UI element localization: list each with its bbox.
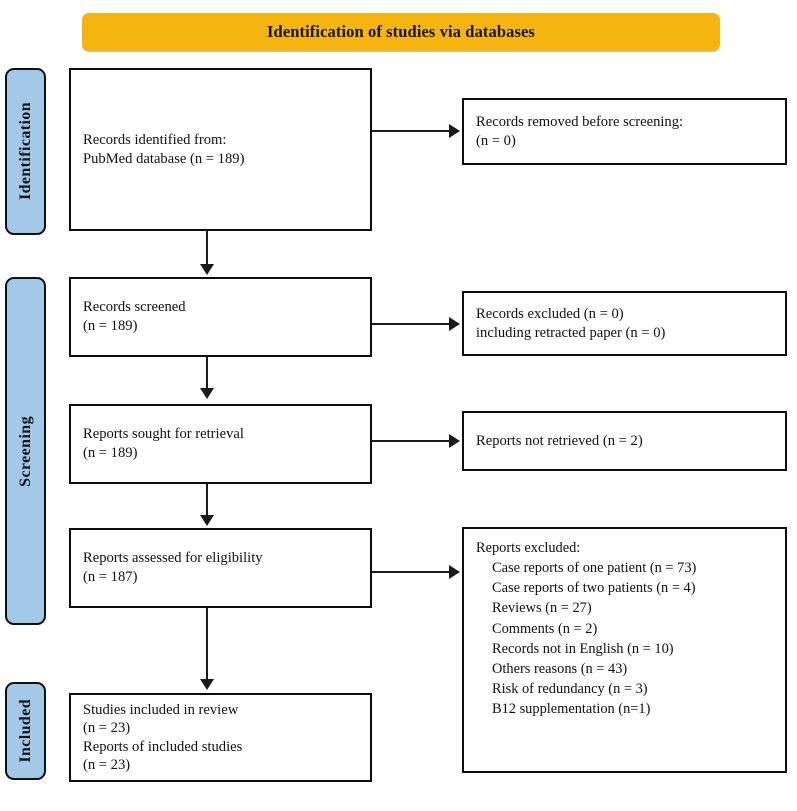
reports-assessed-line-1: Reports assessed for eligibility [83,550,263,567]
connector-screened-to-excluded-arrow [449,317,460,331]
phase-label-screening-text: Screening [16,415,34,487]
connector-screened-to-excluded-line [372,323,450,325]
connector-assessed-to-reportsexcluded-line [372,571,450,573]
records-removed-line-2: (n = 0) [476,132,516,149]
box-records-screened: Records screened (n = 189) [69,277,372,357]
reports-excluded-reason-4: Comments (n = 2) [492,620,598,637]
connector-identified-to-screened-line [206,231,208,266]
reports-excluded-reason-6: Others reasons (n = 43) [492,660,628,677]
studies-included-line-2: (n = 23) [83,720,131,737]
reports-assessed-line-2: (n = 187) [83,569,138,585]
phase-label-included-text: Included [16,699,34,763]
reports-sought-line-1: Reports sought for retrieval [83,426,244,443]
box-records-excluded: Records excluded (n = 0) including retra… [462,291,787,356]
connector-assessed-to-reportsexcluded-arrow [449,565,460,579]
phase-label-identification: Identification [5,68,46,235]
connector-sought-to-notretrieved-line [372,440,450,442]
banner-identification-via-databases: Identification of studies via databases [82,13,720,51]
banner-title: Identification of studies via databases [267,22,535,41]
connector-screened-to-sought-line [206,357,208,389]
studies-included-line-3: Reports of included studies [83,738,243,755]
reports-excluded-reason-2: Case reports of two patients (n = 4) [492,580,696,597]
connector-identified-to-screened-arrow [200,264,214,275]
box-reports-not-retrieved: Reports not retrieved (n = 2) [462,411,787,471]
phase-label-identification-text: Identification [16,102,34,201]
box-reports-excluded: Reports excluded: Case reports of one pa… [462,527,787,773]
box-studies-included: Studies included in review (n = 23) Repo… [69,693,372,782]
reports-excluded-heading: Reports excluded: [476,540,581,556]
records-identified-line-1: Records identified from: [83,131,227,148]
connector-assessed-to-included-line [206,608,208,680]
box-records-identified: Records identified from: PubMed database… [69,68,372,231]
phase-label-included: Included [5,682,46,780]
connector-sought-to-notretrieved-arrow [449,434,460,448]
box-records-removed: Records removed before screening: (n = 0… [462,98,787,165]
records-identified-line-2: PubMed database (n = 189) [83,150,245,167]
reports-sought-line-2: (n = 189) [83,445,138,461]
connector-identified-to-removed-arrow [449,124,460,138]
reports-excluded-reason-5: Records not in English (n = 10) [492,640,674,657]
records-excluded-line-2: including retracted paper (n = 0) [476,324,666,341]
records-excluded-line-1: Records excluded (n = 0) [476,305,624,322]
studies-included-line-4: (n = 23) [83,756,131,773]
box-reports-assessed: Reports assessed for eligibility (n = 18… [69,528,372,608]
reports-excluded-reason-1: Case reports of one patient (n = 73) [492,560,697,577]
connector-sought-to-assessed-arrow [200,515,214,526]
reports-excluded-reason-8: B12 supplementation (n=1) [492,701,651,718]
reports-not-retrieved-line-1: Reports not retrieved (n = 2) [476,432,643,449]
records-screened-line-1: Records screened [83,299,186,316]
phase-label-screening: Screening [5,277,46,625]
studies-included-line-1: Studies included in review [83,702,239,719]
connector-sought-to-assessed-line [206,484,208,516]
connector-assessed-to-included-arrow [200,679,214,690]
connector-screened-to-sought-arrow [200,388,214,399]
reports-excluded-reason-3: Reviews (n = 27) [492,600,592,617]
records-removed-line-1: Records removed before screening: [476,113,684,130]
reports-excluded-reason-7: Risk of redundancy (n = 3) [492,681,648,698]
records-screened-line-2: (n = 189) [83,318,138,334]
connector-identified-to-removed-line [372,130,450,132]
box-reports-sought: Reports sought for retrieval (n = 189) [69,404,372,484]
